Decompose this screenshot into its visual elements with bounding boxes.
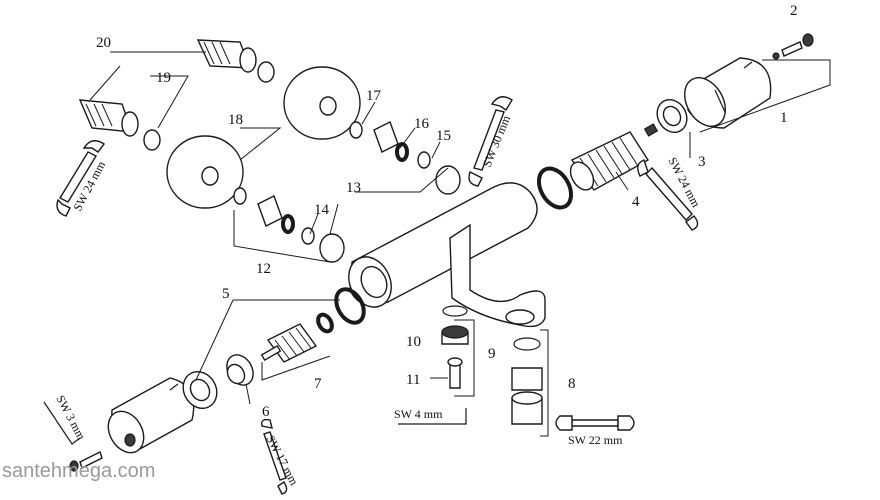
o-ring-large-left [334, 287, 366, 325]
filter-14 [301, 227, 345, 263]
handle-right [684, 57, 772, 129]
label-sw4: SW 4 mm [394, 407, 443, 421]
label-13: 13 [346, 180, 361, 196]
label-17: 17 [366, 88, 382, 104]
label-8: 8 [568, 376, 576, 392]
check-valve-16 [373, 121, 409, 162]
watermark: santehmega.com [2, 460, 155, 482]
small-nut-upper [143, 61, 275, 151]
cartridge-4 [569, 123, 659, 191]
nut-5 [182, 371, 218, 409]
rosette-18-upper [283, 66, 361, 140]
screw-left [69, 451, 103, 472]
label-4: 4 [632, 194, 640, 210]
elbow-19 [78, 99, 139, 137]
label-7: 7 [314, 376, 322, 392]
elbow-20 [196, 39, 257, 73]
label-19: 19 [156, 70, 171, 86]
wrench-sw30 [468, 96, 513, 187]
label-14: 14 [314, 202, 330, 218]
cartridge-7 [260, 312, 334, 363]
wrench-sw22 [555, 415, 635, 431]
check-valve-12 [257, 195, 295, 234]
label-3: 3 [698, 154, 706, 170]
wrench-sw24-left [56, 140, 106, 217]
label-15: 15 [436, 128, 451, 144]
label-18: 18 [228, 112, 243, 128]
faucet-body [348, 182, 546, 328]
label-1: 1 [780, 110, 788, 126]
label-9: 9 [488, 346, 496, 362]
o-ring-large-right [536, 166, 574, 210]
label-6: 6 [262, 404, 270, 420]
screw-2 [772, 33, 814, 60]
label-20: 20 [96, 35, 111, 51]
washer-12 [233, 187, 247, 205]
label-5: 5 [222, 286, 230, 302]
label-2: 2 [790, 3, 798, 19]
allen-key-sw3 [43, 401, 81, 445]
label-sw3: SW 3 mm [53, 393, 88, 443]
leader-lines [89, 51, 831, 437]
allen-key-sw4 [398, 408, 467, 425]
label-16: 16 [414, 116, 430, 132]
label-sw22: SW 22 mm [568, 433, 623, 447]
rosette-18-lower [166, 135, 244, 209]
part-6 [226, 354, 254, 386]
nut-3 [656, 98, 688, 134]
wrench-sw17 [260, 418, 288, 495]
label-12: 12 [256, 261, 271, 277]
label-11: 11 [406, 372, 420, 388]
label-10: 10 [406, 334, 421, 350]
aerator-set-9 [441, 305, 469, 389]
part-labels: 1 2 3 4 5 6 7 8 9 10 11 12 13 14 15 16 1… [96, 3, 798, 420]
handle-left [107, 377, 195, 454]
washer-17 [349, 121, 363, 139]
wrench-sw24-right [637, 159, 699, 231]
aerator-8 [511, 337, 543, 425]
